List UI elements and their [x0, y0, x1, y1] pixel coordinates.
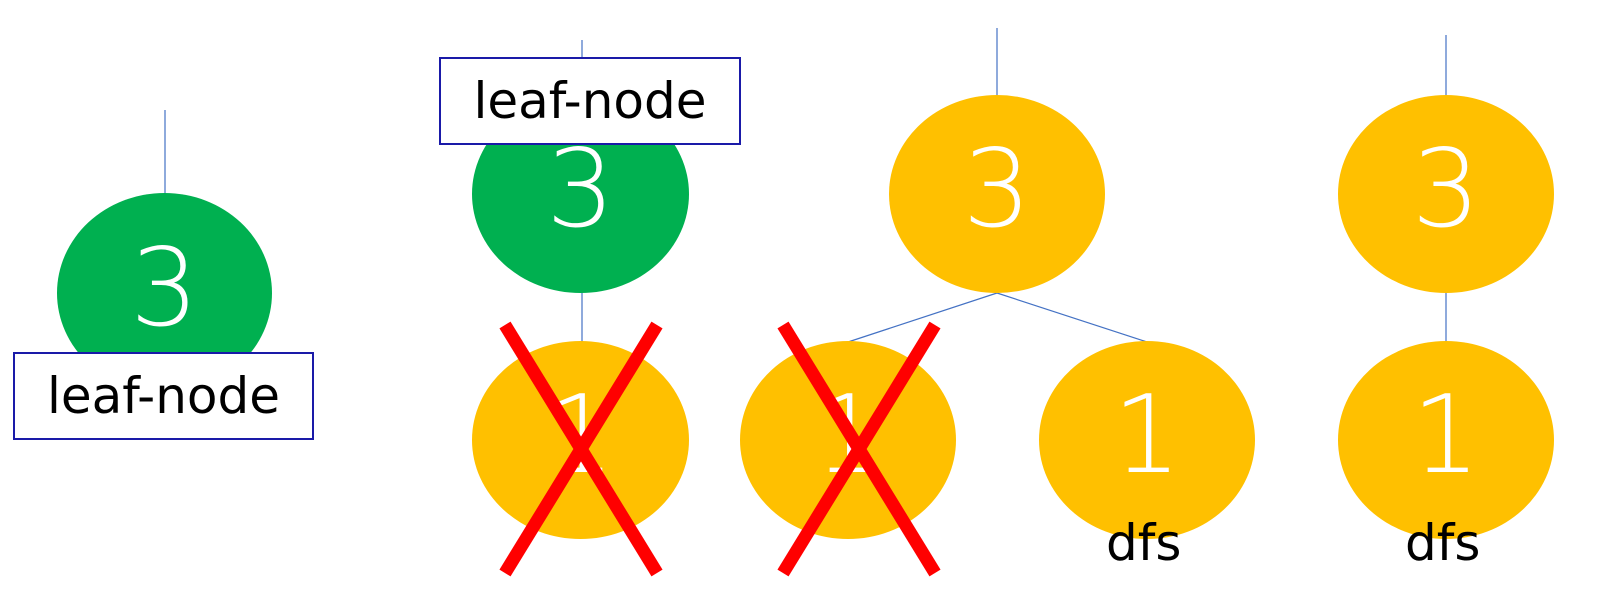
- panel1-label-text: leaf-node: [47, 367, 280, 425]
- panel1-root-value: 3: [130, 226, 199, 351]
- panel4-root-value: 3: [1411, 127, 1481, 252]
- panel3-right-child-value: 1: [1112, 373, 1182, 498]
- panel2-label-text: leaf-node: [473, 72, 707, 130]
- panel3-right-child-node: 1: [1039, 341, 1255, 539]
- panel2-removed-cross-icon: [499, 321, 663, 577]
- panel3-dfs-label: dfs: [1106, 514, 1182, 572]
- panel3-root-value: 3: [962, 127, 1032, 252]
- panel2-leaf-node-label: leaf-node: [439, 57, 741, 145]
- panel3-removed-cross-icon: [777, 321, 941, 577]
- panel3-right-edge: [996, 292, 1148, 343]
- panel2-root-value: 3: [546, 127, 615, 252]
- panel4-dfs-label: dfs: [1405, 514, 1481, 572]
- panel3-root-node: 3: [889, 95, 1105, 293]
- panel4-child-node: 1: [1338, 341, 1554, 539]
- panel3-left-edge: [847, 292, 998, 343]
- panel4-root-node: 3: [1338, 95, 1554, 293]
- panel1-leaf-node-label: leaf-node: [13, 352, 314, 440]
- panel4-child-value: 1: [1411, 373, 1481, 498]
